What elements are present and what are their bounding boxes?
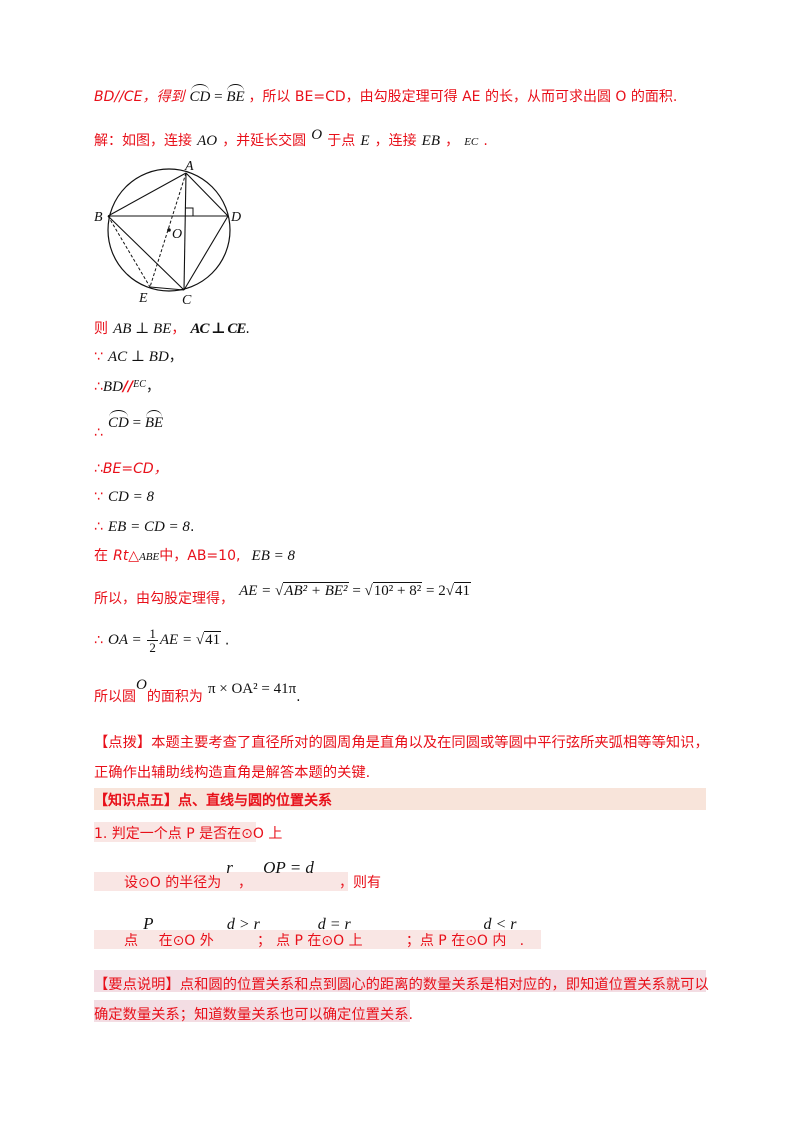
solution-line: 解：如图，连接 AO ，并延长交圆 O 于点 E ，连接 EB ， EC . bbox=[94, 127, 488, 150]
seg-ec: EC bbox=[464, 136, 479, 148]
intro-line: BD//CE，得到 CD = BE ，所以 BE=CD，由勾股定理可得 AE 的… bbox=[94, 84, 678, 106]
geometry-figure: A B D O E C bbox=[94, 159, 241, 308]
step-3: ∴BD//EC， bbox=[94, 379, 160, 395]
step-9: 所以，由勾股定理得， AE = √AB² + BE² = √10² + 8² =… bbox=[94, 582, 471, 607]
setting-line: 设⊙O 的半径为 r ， OP = d ，则有 bbox=[124, 858, 382, 891]
segment-ec bbox=[149, 286, 185, 291]
tip-line-2: 正确作出辅助线构造直角是解答本题的关键. bbox=[94, 765, 371, 781]
label-c: C bbox=[182, 293, 192, 308]
step-4: ∴ CD = BE bbox=[94, 410, 164, 441]
solution-comma1: ，连接 bbox=[374, 133, 417, 149]
point-position-line: 点 P 在⊙O 外 d > r ； 点 P 在⊙O 上 d = r ；点 P 在… bbox=[124, 914, 525, 949]
setting-band bbox=[94, 872, 348, 891]
point-band bbox=[94, 930, 541, 949]
label-d: D bbox=[230, 210, 241, 225]
circle-o-label: O bbox=[311, 127, 323, 143]
segment-ab bbox=[107, 172, 187, 217]
segment-ad bbox=[185, 172, 229, 217]
intro-eq: = bbox=[210, 89, 227, 105]
label-b: B bbox=[94, 210, 103, 225]
solution-mid: ，并延长交圆 bbox=[222, 133, 307, 149]
step-11: 所以圆O的面积为 π × OA² = 41π. bbox=[94, 677, 301, 705]
step-2: ∵ AC ⊥ BD， bbox=[94, 349, 183, 365]
seg-ao: AO bbox=[197, 133, 218, 149]
step-5: ∴BE=CD， bbox=[94, 461, 168, 477]
solution-to-point: 于点 bbox=[327, 133, 356, 149]
segment-bc bbox=[107, 215, 185, 291]
segment-dc bbox=[183, 215, 229, 291]
step-7: ∴ EB = CD = 8. bbox=[94, 519, 195, 535]
keypoint-line-2: 确定数量关系；知道数量关系也可以确定位置关系. bbox=[94, 1007, 414, 1023]
solution-end: . bbox=[483, 133, 488, 149]
section-heading: 【知识点五】点、直线与圆的位置关系 bbox=[94, 793, 332, 809]
label-a: A bbox=[184, 159, 194, 174]
tip-line-1: 【点拨】本题主要考查了直径所对的圆周角是直角以及在同圆或等圆中平行弦所夹弧相等等… bbox=[94, 735, 709, 751]
circle-o bbox=[107, 168, 231, 292]
keypoint-band-1 bbox=[94, 970, 706, 992]
item-1-band bbox=[94, 822, 256, 842]
keypoint-band-2 bbox=[94, 1000, 410, 1022]
seg-eb: EB bbox=[421, 133, 440, 149]
segment-be-dashed bbox=[107, 215, 151, 288]
segment-ac bbox=[183, 172, 187, 291]
intro-arc-equation: CD = BE bbox=[189, 84, 249, 105]
solution-comma2: ， bbox=[445, 133, 460, 149]
label-o: O bbox=[172, 227, 182, 242]
arc-be: BE bbox=[226, 84, 245, 105]
arc-cd: CD bbox=[189, 84, 211, 105]
section-heading-band bbox=[94, 788, 706, 810]
keypoint-line-1: 【要点说明】点和圆的位置关系和点到圆心的距离的数量关系是相对应的，即知道位置关系… bbox=[94, 977, 709, 993]
solution-prefix: 解：如图，连接 bbox=[94, 133, 192, 149]
section-item-1: 1. 判定一个点 P 是否在⊙O 上 bbox=[94, 826, 283, 842]
label-e: E bbox=[138, 291, 148, 306]
step-8: 在 Rt△ABE中，AB=10, EB = 8 bbox=[94, 548, 295, 564]
step-6: ∵ CD = 8 bbox=[94, 489, 154, 505]
intro-part1: BD//CE，得到 bbox=[94, 89, 185, 105]
intro-part2: ，所以 BE=CD，由勾股定理可得 AE 的长，从而可求出圆 O 的面积. bbox=[248, 89, 678, 105]
right-angle-mark bbox=[185, 207, 194, 216]
point-e-label: E bbox=[360, 133, 370, 149]
step-1: 则 AB ⊥ BE， AC ⊥ CE. bbox=[94, 321, 250, 337]
center-point bbox=[167, 228, 171, 232]
